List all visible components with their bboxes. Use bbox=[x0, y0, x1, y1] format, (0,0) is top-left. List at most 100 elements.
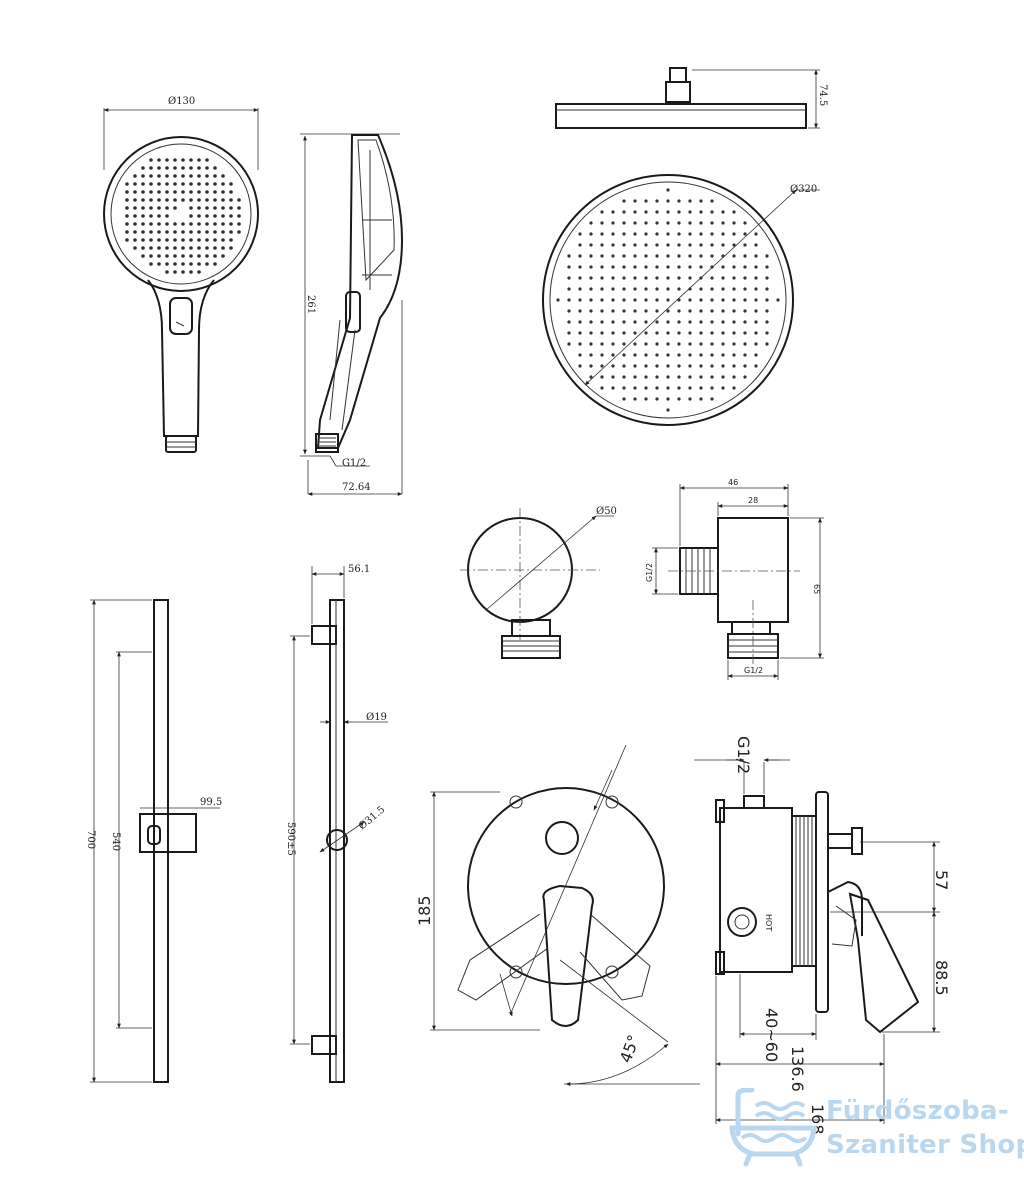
nozzle-dot bbox=[205, 158, 209, 162]
nozzle-dot bbox=[165, 238, 169, 242]
nozzle-dot bbox=[655, 353, 659, 357]
nozzle-dot bbox=[721, 342, 725, 346]
nozzle-dot bbox=[229, 222, 233, 226]
nozzle-dot bbox=[149, 174, 153, 178]
nozzle-dot bbox=[710, 254, 714, 258]
nozzle-dot bbox=[149, 262, 153, 266]
nozzle-dot bbox=[677, 353, 681, 357]
nozzle-dot bbox=[189, 198, 193, 202]
nozzle-dot bbox=[688, 254, 692, 258]
slide-bar-rod-diameter-label: Ø19 bbox=[366, 712, 387, 723]
nozzle-dot bbox=[157, 254, 161, 258]
nozzle-dot bbox=[205, 230, 209, 234]
nozzle-dot bbox=[688, 199, 692, 203]
nozzle-dot bbox=[589, 254, 593, 258]
nozzle-dot bbox=[633, 243, 637, 247]
nozzle-dot bbox=[578, 243, 582, 247]
nozzle-dot bbox=[677, 221, 681, 225]
nozzle-dot bbox=[589, 331, 593, 335]
nozzle-dot bbox=[743, 364, 747, 368]
nozzle-dot bbox=[644, 320, 648, 324]
nozzle-dot bbox=[765, 298, 769, 302]
nozzle-dot bbox=[173, 158, 177, 162]
shop-watermark: Fürdőszoba- Szaniter Shop bbox=[728, 1088, 1024, 1168]
nozzle-dot bbox=[666, 331, 670, 335]
nozzle-dot bbox=[655, 320, 659, 324]
nozzle-dot bbox=[677, 210, 681, 214]
nozzle-dot bbox=[173, 182, 177, 186]
nozzle-dot bbox=[213, 230, 217, 234]
nozzle-dot bbox=[622, 276, 626, 280]
nozzle-dot bbox=[655, 199, 659, 203]
slide-bar-fixing-distance-label: 590±5 bbox=[285, 822, 296, 856]
nozzle-dot bbox=[205, 190, 209, 194]
nozzle-dot bbox=[633, 386, 637, 390]
nozzle-dot bbox=[633, 276, 637, 280]
nozzle-dot bbox=[754, 364, 758, 368]
nozzle-dot bbox=[600, 276, 604, 280]
nozzle-dot bbox=[600, 243, 604, 247]
nozzle-dot bbox=[229, 182, 233, 186]
nozzle-dot bbox=[633, 342, 637, 346]
nozzle-dot bbox=[699, 210, 703, 214]
nozzle-dot bbox=[677, 386, 681, 390]
nozzle-dot bbox=[205, 246, 209, 250]
nozzle-dot bbox=[213, 190, 217, 194]
mixer-thread-label: G1/2 bbox=[734, 736, 753, 774]
nozzle-dot bbox=[205, 222, 209, 226]
nozzle-dot bbox=[133, 214, 137, 218]
nozzle-dot bbox=[622, 221, 626, 225]
nozzle-dot bbox=[611, 364, 615, 368]
nozzle-dot bbox=[699, 265, 703, 269]
nozzle-dot bbox=[699, 364, 703, 368]
nozzle-dot bbox=[221, 222, 225, 226]
nozzle-dot bbox=[666, 287, 670, 291]
nozzle-dot bbox=[732, 232, 736, 236]
watermark-line-2: Szaniter Shop bbox=[826, 1130, 1024, 1160]
nozzle-dot bbox=[133, 198, 137, 202]
nozzle-dot bbox=[633, 364, 637, 368]
nozzle-dot bbox=[754, 298, 758, 302]
nozzle-dot bbox=[589, 342, 593, 346]
nozzle-dot bbox=[157, 262, 161, 266]
wall-outlet-thread-bottom-label: G1/2 bbox=[744, 666, 763, 675]
nozzle-dot bbox=[213, 206, 217, 210]
nozzle-dot bbox=[710, 375, 714, 379]
nozzle-dot bbox=[622, 265, 626, 269]
nozzle-dot bbox=[141, 214, 145, 218]
nozzle-dot bbox=[229, 238, 233, 242]
nozzle-dot bbox=[622, 210, 626, 214]
nozzle-dot bbox=[732, 375, 736, 379]
nozzle-dot bbox=[229, 230, 233, 234]
nozzle-dot bbox=[589, 309, 593, 313]
nozzle-dot bbox=[125, 214, 129, 218]
nozzle-dot bbox=[229, 214, 233, 218]
nozzle-dot bbox=[611, 287, 615, 291]
nozzle-dot bbox=[765, 276, 769, 280]
nozzle-dot bbox=[133, 230, 137, 234]
nozzle-dot bbox=[677, 397, 681, 401]
nozzle-dot bbox=[133, 174, 137, 178]
nozzle-dot bbox=[622, 309, 626, 313]
nozzle-dot bbox=[622, 232, 626, 236]
hand-shower-length-label: 261 bbox=[305, 295, 316, 314]
nozzle-dot bbox=[589, 364, 593, 368]
nozzle-dot bbox=[229, 190, 233, 194]
nozzle-dot bbox=[765, 331, 769, 335]
nozzle-dot bbox=[710, 309, 714, 313]
nozzle-dot bbox=[611, 320, 615, 324]
nozzle-dot bbox=[181, 166, 185, 170]
nozzle-dot bbox=[589, 276, 593, 280]
nozzle-dot bbox=[644, 331, 648, 335]
nozzle-dot bbox=[699, 232, 703, 236]
nozzle-dot bbox=[699, 397, 703, 401]
nozzle-dot bbox=[189, 182, 193, 186]
rain-shower-nozzles bbox=[556, 188, 780, 412]
nozzle-dot bbox=[205, 206, 209, 210]
mixer-angle-label: 45° bbox=[616, 1032, 644, 1065]
mixer-lower-label: 88.5 bbox=[932, 960, 951, 996]
nozzle-dot bbox=[655, 364, 659, 368]
nozzle-dot bbox=[699, 254, 703, 258]
nozzle-dot bbox=[556, 298, 560, 302]
nozzle-dot bbox=[710, 199, 714, 203]
